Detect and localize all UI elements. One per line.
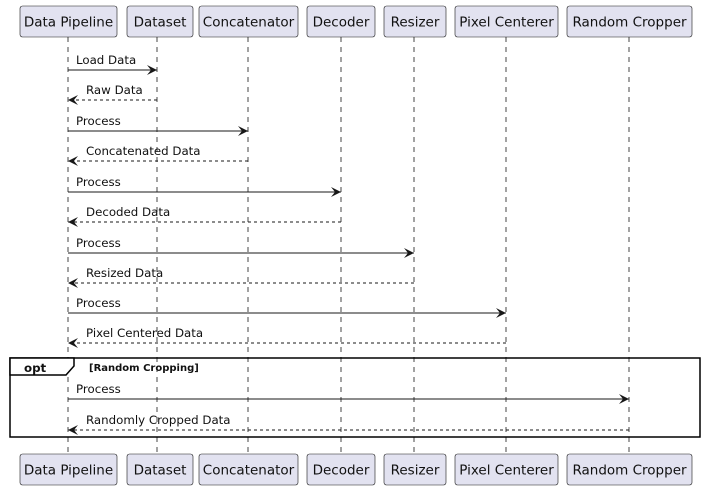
participant-resizer-bottom: Resizer — [383, 453, 447, 486]
participant-label: Random Cropper — [572, 463, 687, 479]
message-label: Process — [76, 114, 121, 128]
fragment-condition: [Random Cropping] — [89, 363, 199, 374]
participant-data-pipeline-top: Data Pipeline — [19, 5, 118, 38]
participant-label: Pixel Centerer — [459, 15, 554, 31]
message-label: Process — [76, 296, 121, 310]
message-label: Resized Data — [86, 266, 163, 280]
participant-dataset-top: Dataset — [126, 5, 194, 38]
participant-label: Dataset — [134, 463, 187, 479]
message-2: Raw Data — [68, 83, 157, 105]
message-6: Decoded Data — [68, 205, 341, 227]
participant-box — [126, 5, 194, 38]
participant-random-cropper-bottom: Random Cropper — [566, 453, 693, 486]
participant-resizer-top: Resizer — [383, 5, 447, 38]
participant-box — [198, 5, 299, 38]
fragment-frame — [9, 357, 701, 438]
participant-label: Random Cropper — [572, 15, 687, 31]
participant-pixel-centerer-bottom: Pixel Centerer — [454, 453, 559, 486]
participant-label: Resizer — [391, 463, 440, 479]
participant-label: Resizer — [391, 15, 440, 31]
message-label: Process — [76, 236, 121, 250]
message-label: Process — [76, 382, 121, 396]
participant-box — [454, 5, 559, 38]
message-label: Raw Data — [86, 83, 143, 97]
participant-box — [19, 5, 118, 38]
opt-fragment: opt [Random Cropping] — [9, 357, 701, 438]
participant-box — [383, 453, 447, 486]
participant-label: Decoder — [313, 15, 370, 31]
participant-box — [454, 453, 559, 486]
message-4: Concatenated Data — [68, 144, 248, 166]
message-5: Process — [68, 175, 341, 197]
participant-decoder-top: Decoder — [306, 5, 376, 38]
participant-label: Pixel Centerer — [459, 463, 554, 479]
fragment-tab — [9, 357, 75, 376]
message-label: Concatenated Data — [86, 144, 201, 158]
message-7: Process — [68, 236, 414, 258]
participant-label: Concatenator — [203, 463, 295, 479]
participant-label: Decoder — [313, 463, 370, 479]
participant-box — [126, 453, 194, 486]
participant-box — [198, 453, 299, 486]
message-1: Load Data — [68, 53, 157, 75]
participant-concatenator-bottom: Concatenator — [198, 453, 299, 486]
participant-box — [566, 453, 693, 486]
participant-box — [306, 5, 376, 38]
participant-label: Data Pipeline — [24, 15, 113, 31]
message-label: Decoded Data — [86, 205, 170, 219]
participant-label: Data Pipeline — [24, 463, 113, 479]
message-11: Process — [68, 382, 629, 404]
participant-box — [19, 453, 118, 486]
message-8: Resized Data — [68, 266, 414, 288]
participant-random-cropper-top: Random Cropper — [566, 5, 693, 38]
message-9: Process — [68, 296, 506, 318]
message-label: Load Data — [76, 53, 136, 67]
message-10: Pixel Centered Data — [68, 326, 506, 348]
fragment-operator: opt — [24, 361, 47, 375]
participant-box — [383, 5, 447, 38]
participant-decoder-bottom: Decoder — [306, 453, 376, 486]
participant-box — [306, 453, 376, 486]
message-3: Process — [68, 114, 248, 136]
message-label: Process — [76, 175, 121, 189]
participant-box — [566, 5, 693, 38]
message-12: Randomly Cropped Data — [68, 413, 629, 435]
participant-label: Dataset — [134, 15, 187, 31]
participant-data-pipeline-bottom: Data Pipeline — [19, 453, 118, 486]
message-label: Pixel Centered Data — [86, 326, 203, 340]
participant-pixel-centerer-top: Pixel Centerer — [454, 5, 559, 38]
lifelines — [67, 37, 630, 454]
participant-concatenator-top: Concatenator — [198, 5, 299, 38]
message-label: Randomly Cropped Data — [86, 413, 231, 427]
participant-dataset-bottom: Dataset — [126, 453, 194, 486]
participant-label: Concatenator — [203, 15, 295, 31]
